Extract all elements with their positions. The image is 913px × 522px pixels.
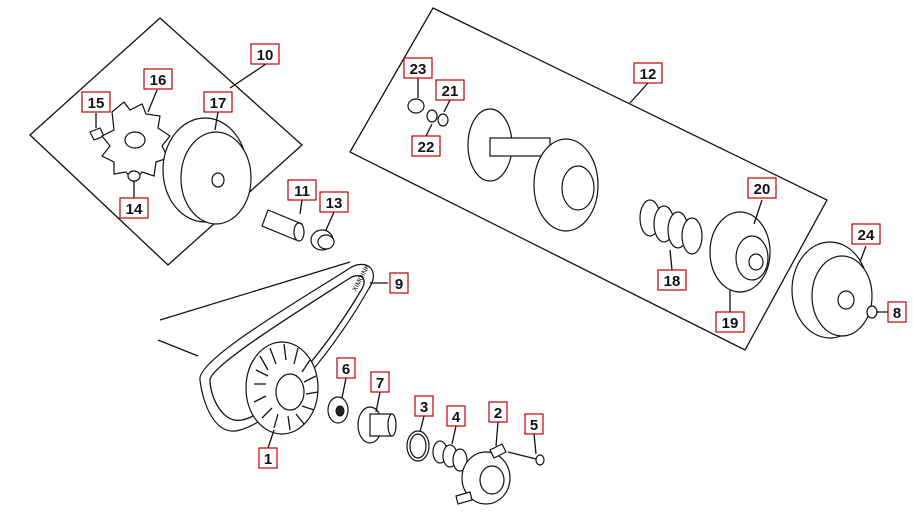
label-7: 7 (370, 371, 390, 393)
part-16-ramp-plate (101, 101, 171, 183)
part-24-clutch-bell (791, 241, 873, 339)
svg-text:16: 16 (150, 72, 167, 89)
label-16: 16 (143, 68, 173, 90)
label-13: 13 (319, 191, 349, 213)
svg-text:22: 22 (418, 139, 435, 156)
label-19: 19 (715, 311, 745, 333)
svg-text:1: 1 (264, 451, 272, 468)
part-3-ring (406, 430, 430, 462)
svg-text:10: 10 (257, 47, 274, 64)
label-5: 5 (524, 413, 544, 435)
label-24: 24 (851, 223, 881, 245)
label-17: 17 (203, 91, 233, 113)
label-8: 8 (887, 301, 907, 323)
svg-text:24: 24 (858, 227, 875, 244)
svg-text:4: 4 (452, 409, 461, 426)
part-6-washer (327, 396, 349, 424)
part-21-22-seals (426, 109, 449, 127)
label-2: 2 (488, 401, 508, 423)
part-1-fan-pulley (245, 341, 319, 435)
part-13-bushing (310, 229, 335, 251)
label-18: 18 (657, 269, 687, 291)
label-15: 15 (81, 91, 111, 113)
svg-text:21: 21 (442, 83, 459, 100)
svg-text:23: 23 (410, 61, 427, 78)
label-4: 4 (446, 405, 466, 427)
svg-text:2: 2 (494, 405, 502, 422)
label-14: 14 (119, 197, 149, 219)
svg-text:17: 17 (210, 95, 227, 112)
part-2-cover (455, 443, 511, 505)
svg-text:3: 3 (420, 399, 428, 416)
svg-text:19: 19 (722, 315, 739, 332)
label-9: 9 (389, 272, 409, 294)
svg-text:12: 12 (640, 66, 657, 83)
label-3: 3 (414, 395, 434, 417)
part-14-slider (127, 170, 141, 182)
label-1: 1 (258, 447, 278, 469)
guide-line-9 (157, 339, 199, 357)
part-5-bolt (507, 451, 545, 466)
part-17-drive-face (162, 117, 252, 225)
label-11: 11 (287, 179, 317, 201)
svg-text:7: 7 (376, 375, 384, 392)
driven-face-fixed (467, 108, 551, 182)
part-4-spring (432, 440, 468, 472)
svg-text:11: 11 (294, 183, 310, 200)
group-box-10 (29, 17, 303, 266)
label-6: 6 (336, 357, 356, 379)
svg-text:14: 14 (126, 201, 143, 218)
driven-face-sliding (533, 138, 599, 232)
svg-text:6: 6 (342, 361, 350, 378)
svg-text:15: 15 (88, 95, 105, 112)
part-18-spring (639, 199, 703, 255)
label-10: 10 (250, 43, 280, 65)
leader-lines (95, 63, 888, 455)
svg-text:20: 20 (754, 181, 771, 198)
group-box-12 (349, 7, 828, 351)
label-23: 23 (403, 57, 433, 79)
label-20: 20 (747, 177, 777, 199)
part-15-clip (89, 127, 105, 141)
guide-line-belt-top (159, 261, 351, 321)
part-23-bearing (407, 98, 425, 114)
label-12: 12 (633, 62, 663, 84)
part-7-hub (357, 406, 397, 444)
part-19-20-clutch (709, 211, 771, 293)
part-11-collar (261, 209, 305, 242)
label-21: 21 (435, 79, 465, 101)
svg-text:9: 9 (395, 276, 403, 293)
label-22: 22 (411, 135, 441, 157)
part-8-nut (866, 305, 878, 319)
svg-text:13: 13 (326, 195, 343, 212)
svg-text:18: 18 (664, 273, 681, 290)
svg-text:5: 5 (530, 417, 538, 434)
svg-text:8: 8 (893, 305, 901, 322)
